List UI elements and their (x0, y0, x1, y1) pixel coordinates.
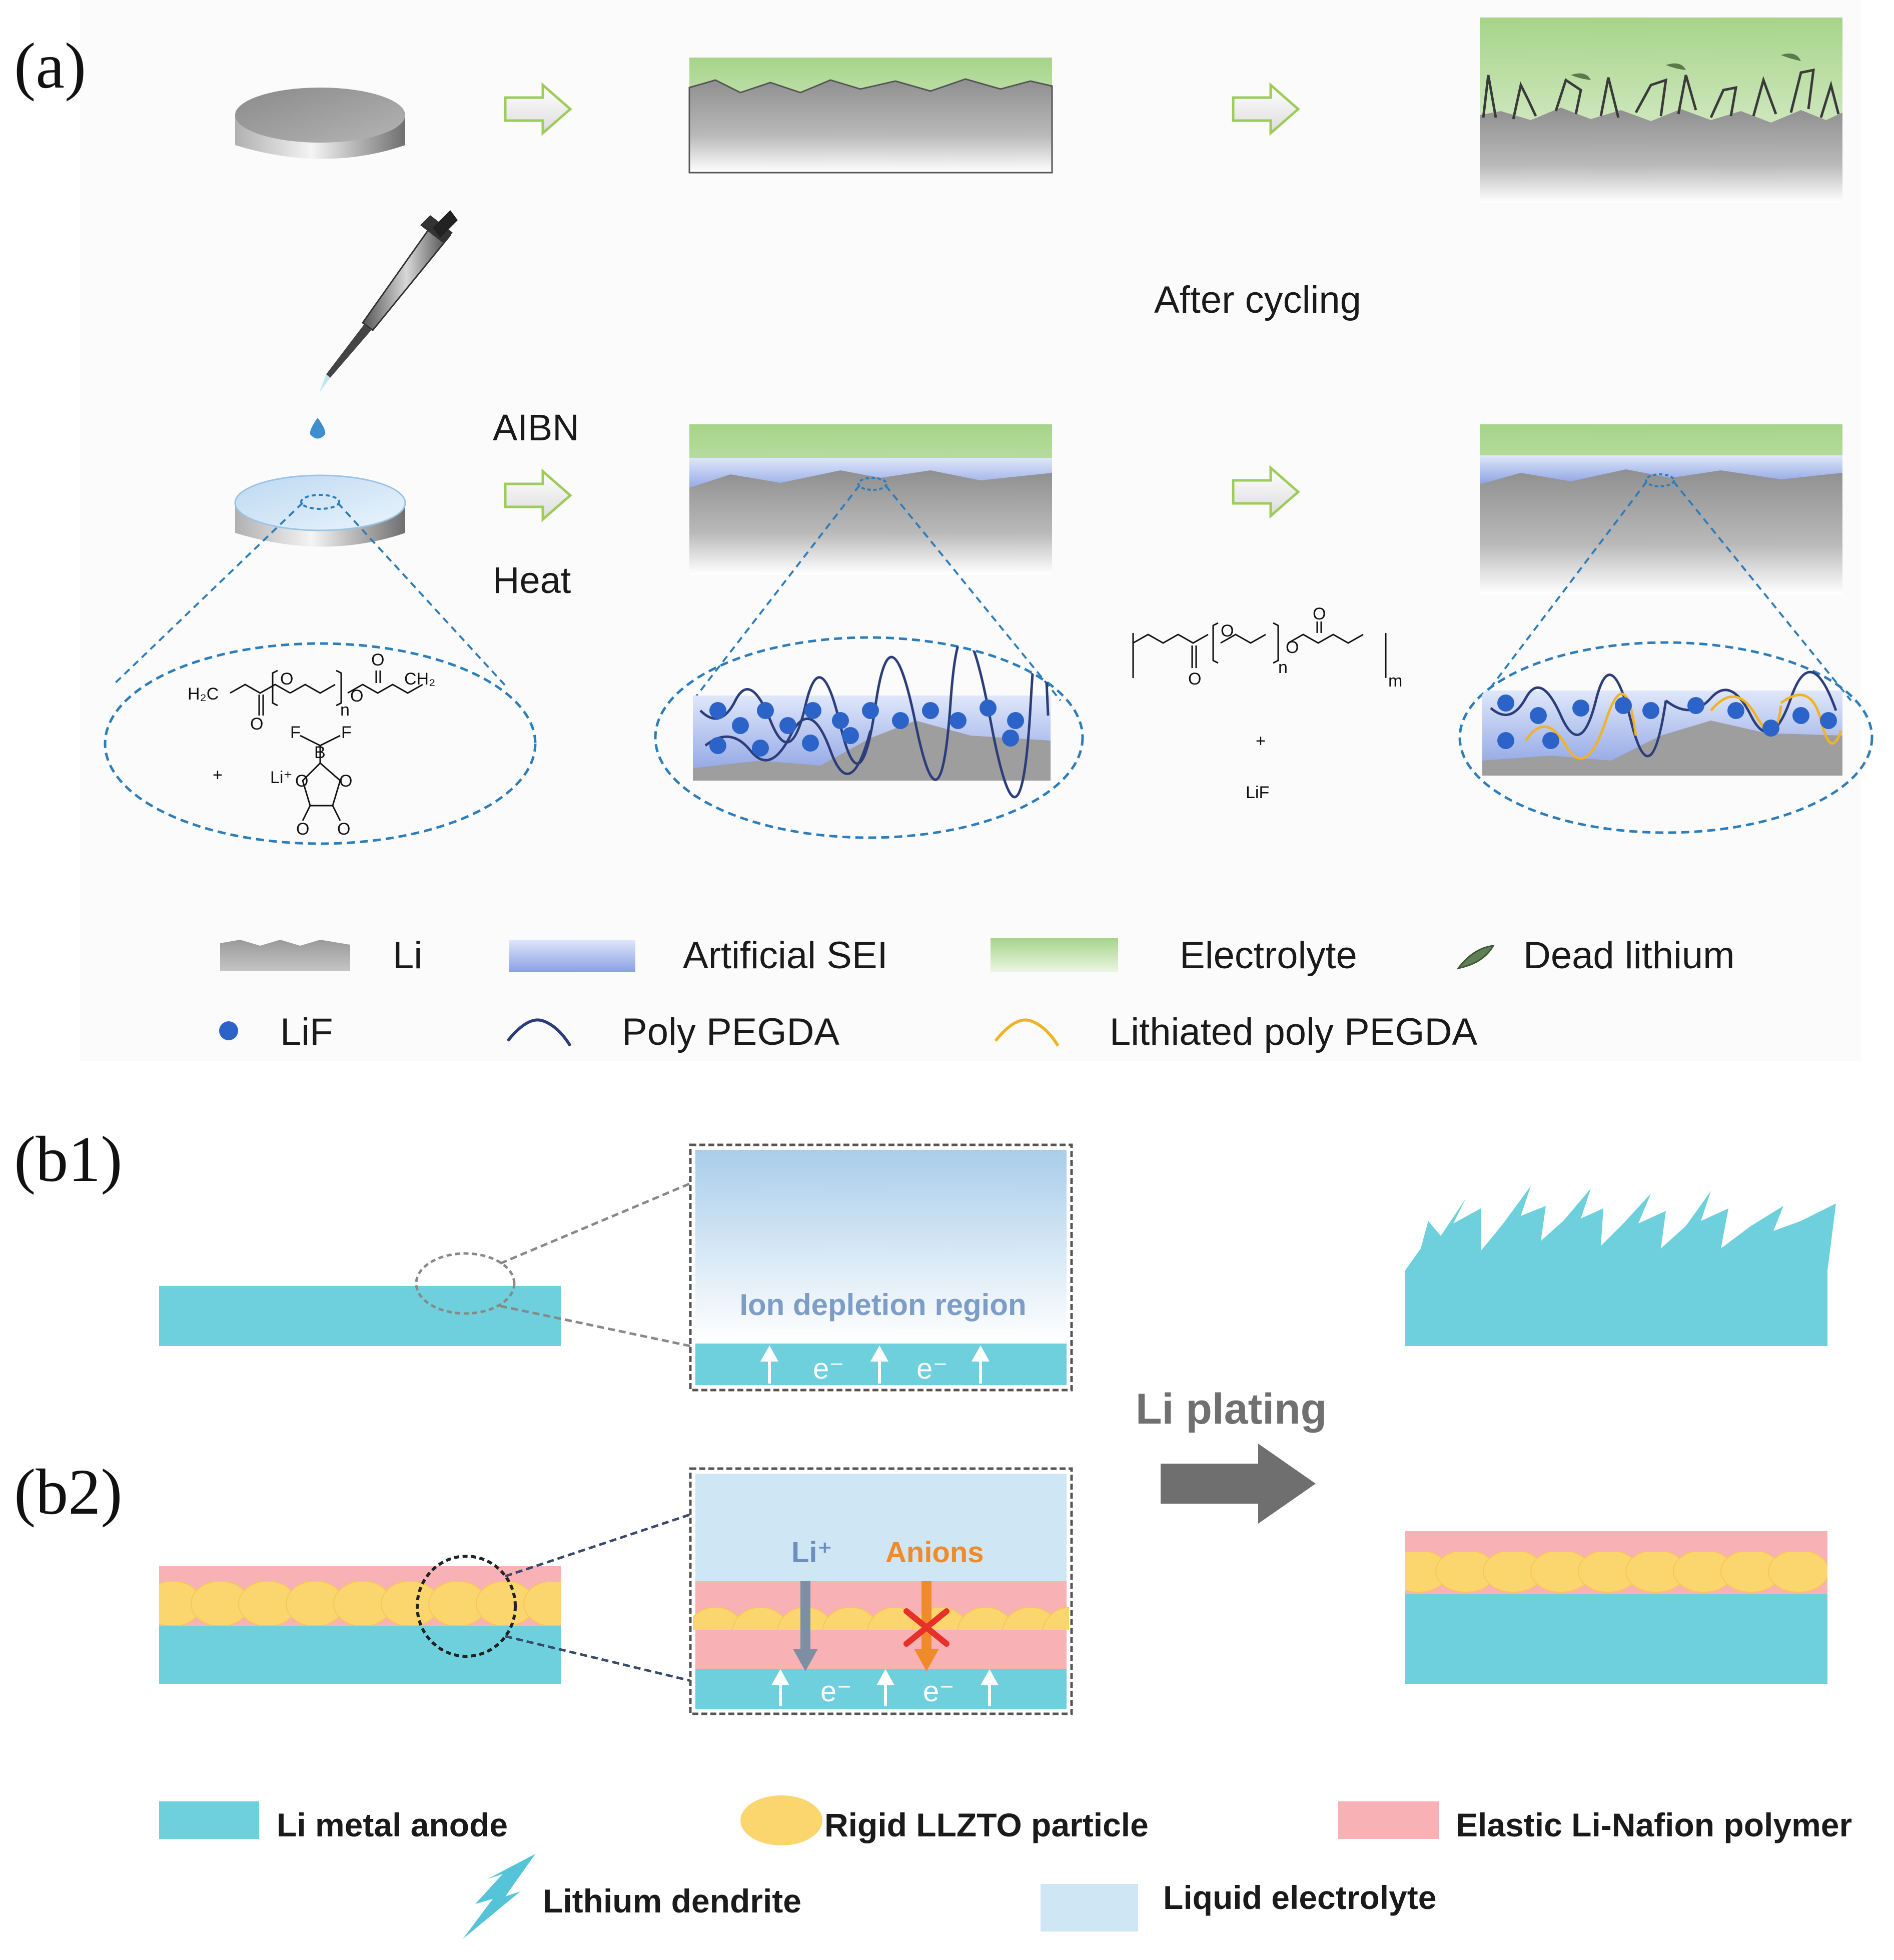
chem-o-11: O (1286, 638, 1299, 657)
li-electrolyte-block-dendritic (1480, 18, 1842, 203)
li-plating-label: Li plating (1136, 1385, 1327, 1433)
chem-f-2: F (341, 723, 352, 742)
legend-anode-swatch (159, 1801, 259, 1839)
legend-anode-label: Li metal anode (277, 1806, 508, 1843)
after-cycling-label: After cycling (1154, 279, 1361, 321)
anions-label: Anions (885, 1536, 984, 1569)
legend-sei-swatch (509, 940, 635, 972)
electron-label-b2-2: e⁻ (923, 1675, 955, 1708)
legend-li-label: Li (393, 934, 422, 977)
li-disk-bare (235, 88, 405, 159)
poly-pegda-line-icon (506, 1018, 572, 1047)
lightning-icon (463, 1854, 535, 1939)
li-anode-smooth-b2 (1405, 1531, 1827, 1684)
reagent-heat: Heat (493, 559, 571, 601)
pegda-structure (230, 670, 423, 716)
chem-n-2: n (1278, 658, 1288, 677)
li-ion-label: Li⁺ (791, 1536, 832, 1569)
electron-arrows-b1 (760, 1345, 990, 1384)
product-plus: + (1256, 732, 1266, 751)
legend-llzto-swatch (740, 1795, 822, 1845)
chem-o-7: O (296, 820, 309, 839)
zoom-sei-detail (693, 637, 1051, 798)
lithiated-line-icon (994, 1018, 1060, 1047)
legend-nafion-label: Elastic Li-Nafion polymer (1456, 1806, 1852, 1843)
chem-ch2: CH₂ (404, 670, 435, 689)
product-lif: LiF (1246, 783, 1269, 802)
zoom-line-b1-top (500, 1182, 691, 1265)
chem-o-3: O (350, 687, 363, 706)
chem-h2c: H₂C (188, 685, 219, 704)
legend-dendrite-label: Lithium dendrite (543, 1882, 801, 1919)
legend-liquid-swatch (1041, 1884, 1138, 1931)
chem-n: n (340, 701, 350, 720)
li-anode-b1 (159, 1286, 561, 1346)
chem-o-9: O (1188, 670, 1201, 689)
dead-lithium-icon (1456, 945, 1495, 970)
chem-li: Li⁺ (270, 768, 292, 787)
chem-o-6: O (339, 772, 352, 791)
legend-poly-label: Poly PEGDA (622, 1011, 839, 1053)
legend-li-swatch (220, 940, 350, 971)
electron-label-b2-1: e⁻ (820, 1675, 852, 1708)
li-ion-arrow (793, 1581, 818, 1671)
chem-o-8: O (337, 820, 350, 839)
li-anode-dendritic (1405, 1186, 1836, 1346)
chem-f-1: F (290, 723, 301, 742)
legend-dead-lithium-label: Dead lithium (1523, 934, 1734, 977)
reagent-aibn: AIBN (493, 407, 579, 448)
panel-a-label: (a) (14, 30, 86, 102)
legend-electrolyte-label: Electrolyte (1180, 934, 1357, 977)
poly-pegda-structure (1132, 621, 1387, 678)
libob-structure (300, 735, 341, 821)
chem-m: m (1388, 672, 1402, 691)
chem-o-4: O (371, 650, 384, 670)
chem-o-2: O (280, 670, 293, 689)
right-arrow-icon (1232, 82, 1300, 136)
zoom-lithiated-detail (1482, 671, 1842, 776)
chem-b: B (314, 743, 326, 762)
chem-o-1: O (250, 715, 263, 734)
li-anode-coated-b2 (159, 1566, 561, 1684)
legend-electrolyte-swatch (991, 938, 1118, 972)
protected-interface-inset (689, 1467, 1073, 1715)
chem-o-10: O (1221, 621, 1234, 640)
electron-arrows-b2 (771, 1669, 999, 1706)
lif-dot-icon (219, 1021, 238, 1040)
x-mark-icon (903, 1608, 950, 1647)
zoom-circle-b2 (416, 1555, 517, 1658)
legend-nafion-swatch (1338, 1801, 1439, 1839)
pipette-icon (319, 210, 458, 393)
legend-liquid-label: Liquid electrolyte (1163, 1879, 1436, 1916)
li-lithiated-sei-block (1480, 424, 1842, 594)
legend-lif-label: LiF (280, 1011, 333, 1053)
panel-b1-label: (b1) (14, 1123, 123, 1195)
zoom-circle-b1 (415, 1252, 516, 1315)
right-arrow-icon (1161, 1444, 1316, 1524)
chem-o-12: O (1313, 604, 1326, 623)
electron-label-b1-1: e⁻ (813, 1353, 844, 1385)
electron-label-b1-2: e⁻ (916, 1353, 948, 1385)
legend-llzto-label: Rigid LLZTO particle (824, 1806, 1149, 1843)
li-electrolyte-block-initial (688, 58, 1053, 174)
right-arrow-icon (1232, 465, 1300, 519)
li-disk-coated (234, 474, 406, 547)
chem-o-5: O (295, 772, 308, 791)
right-arrow-icon (504, 82, 572, 136)
zoom-lines (112, 480, 1852, 702)
zoom-line-b2-bottom (505, 1635, 693, 1683)
panel-b2-label: (b2) (14, 1456, 123, 1528)
right-arrow-icon (504, 468, 572, 522)
legend-sei-label: Artificial SEI (683, 934, 888, 977)
anion-arrow (914, 1581, 939, 1671)
zoom-ellipse-sei (654, 636, 1084, 839)
zoom-ellipse-monomer (104, 642, 537, 845)
droplet-icon (310, 418, 326, 439)
chem-plus: + (213, 766, 223, 785)
li-sei-block (689, 424, 1052, 574)
legend-lithiated-label: Lithiated poly PEGDA (1110, 1011, 1477, 1053)
zoom-ellipse-lithiated (1458, 641, 1873, 834)
ion-depletion-label: Ion depletion region (739, 1288, 1026, 1322)
